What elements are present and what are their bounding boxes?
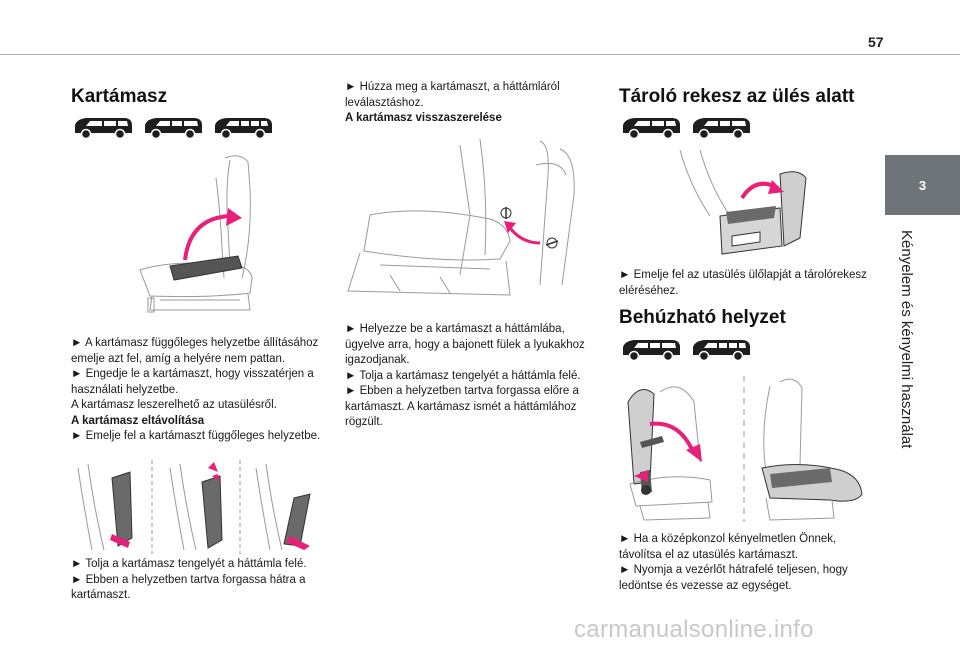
van-icon <box>145 118 202 140</box>
text-line: ► Emelje fel a kartámaszt függőleges hel… <box>71 430 321 442</box>
text-line: ► Ha a középkonzol kényelmetlen Önnek, t… <box>619 533 837 561</box>
armrest-removal-steps-illustration <box>77 460 311 554</box>
text-line: ► Tolja a kartámasz tengelyét a háttámla… <box>71 558 307 570</box>
armrest-instructions: ► A kartámasz függőleges helyzetbe állít… <box>71 336 333 445</box>
armrest-raise-illustration <box>139 155 253 313</box>
watermark: carmanualsonline.info <box>574 616 814 643</box>
retractable-instructions: ► Ha a középkonzol kényelmetlen Önnek, t… <box>619 532 881 594</box>
section-title-retractable: Behúzható helyzet <box>619 307 786 328</box>
armrest-reinstall-instructions: ► Helyezze be a kartámaszt a háttámlába,… <box>345 322 607 431</box>
armrest-reinstall-illustration <box>347 138 575 296</box>
text-line: ► Húzza meg a kartámaszt, a háttámláról … <box>345 81 560 109</box>
subheading: A kartámasz eltávolítása <box>71 414 205 427</box>
storage-instructions: ► Emelje fel az utasülés ülőlapját a tár… <box>619 268 881 299</box>
text-line: ► Helyezze be a kartámaszt a háttámlába,… <box>345 323 585 366</box>
section-title-armrest: Kartámasz <box>71 86 168 107</box>
text-line: ► Ebben a helyzetben tartva forgassa elő… <box>345 385 579 428</box>
van-icon <box>215 118 272 140</box>
armrest-detach-instructions: ► Húzza meg a kartámaszt, a háttámláról … <box>345 80 607 127</box>
text-line: ► Tolja a kartámasz tengelyét a háttámla… <box>345 369 581 382</box>
chapter-tab[interactable]: 3 <box>885 155 960 215</box>
subheading: A kartámasz visszaszerelése <box>345 112 502 124</box>
van-icon <box>623 340 680 362</box>
seat-storage-illustration <box>679 149 807 255</box>
top-rule <box>0 54 960 55</box>
chapter-title: Kényelem és kényelmi használat <box>898 230 915 449</box>
page-number: 57 <box>868 34 884 50</box>
seat-fold-illustration <box>627 376 863 522</box>
vehicle-icons <box>72 114 274 140</box>
text-line: ► Nyomja a vezérlőt hátrafelé teljesen, … <box>619 564 848 592</box>
vehicle-icons <box>620 336 752 362</box>
text-line: ► Engedje le a kartámaszt, hogy visszaté… <box>71 368 314 396</box>
section-title-storage: Tároló rekesz az ülés alatt <box>619 86 855 107</box>
text-line: ► Ebben a helyzetben tartva forgassa hát… <box>71 573 306 602</box>
van-icon <box>75 118 132 140</box>
text-line: A kartámasz leszerelhető az utasülésről. <box>71 399 277 411</box>
text-line: ► A kartámasz függőleges helyzetbe állít… <box>71 337 319 365</box>
vehicle-icons <box>620 114 752 140</box>
armrest-removal-instructions: ► Tolja a kartámasz tengelyét a háttámla… <box>71 557 333 604</box>
van-icon <box>693 118 750 140</box>
van-icon <box>623 118 680 140</box>
van-icon <box>693 340 750 362</box>
text-line: ► Emelje fel az utasülés ülőlapját a tár… <box>619 269 867 297</box>
